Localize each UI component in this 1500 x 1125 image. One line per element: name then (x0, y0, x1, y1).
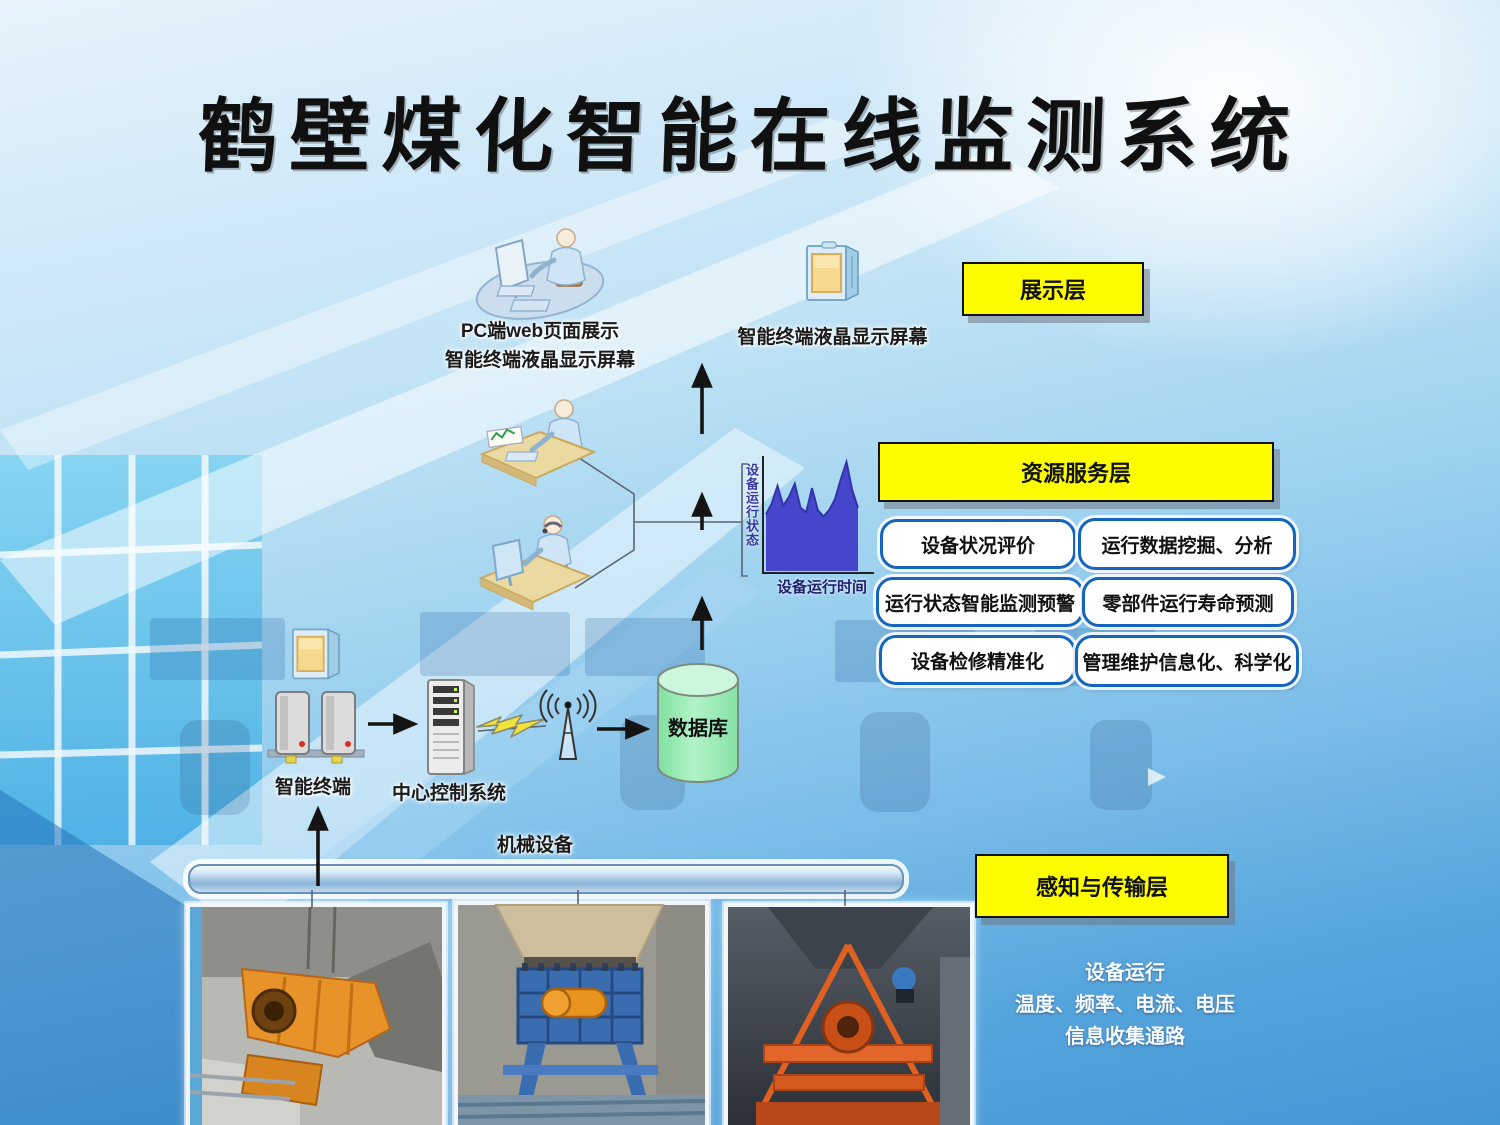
capability-precise-maintenance: 设备检修精准化 (879, 635, 1076, 685)
pc-caption-line2: 智能终端液晶显示屏幕 (444, 350, 635, 371)
lightning-icon (476, 714, 546, 738)
photo-blue-vibrating-screen (454, 901, 709, 1125)
chart-area (766, 462, 858, 571)
capability-informatization: 管理维护信息化、科学化 (1075, 635, 1299, 687)
service-layer-label: 资源服务层 (1020, 461, 1131, 486)
chart-outline (766, 462, 858, 517)
smart-terminal-label: 智能终端 (274, 777, 351, 798)
photo-orange-platform (724, 903, 974, 1125)
beam (0, 150, 1060, 625)
terminal-caption: 智能终端液晶显示屏幕 (737, 327, 928, 348)
watermark-triangle (1148, 768, 1166, 786)
machinery-label: 机械设备 (496, 835, 573, 856)
antenna-icon (539, 689, 597, 760)
display-layer-label: 展示层 (1019, 278, 1086, 303)
page-title: 鹤壁煤化智能在线监测系统 (196, 92, 1304, 181)
control-room-chairs (180, 712, 1152, 815)
pc-web-person-icon (475, 228, 605, 320)
smart-terminal-screen-icon (806, 241, 859, 302)
machinery-bus-pipe (188, 864, 904, 894)
chart-y-label: 设备运行状态 (744, 463, 759, 547)
terminal-servers-icon (267, 691, 365, 764)
floor-shadow (0, 790, 185, 1125)
display-layer-box: 展示层 (962, 262, 1144, 316)
chart-x-label: 设备运行时间 (776, 579, 867, 596)
smart-terminal-device-icon (291, 628, 340, 680)
escalator-rail (255, 565, 760, 950)
service-layer-box: 资源服务层 (878, 442, 1274, 502)
sensing-note-line2: 温度、频率、电流、电压 (1015, 994, 1235, 1016)
operator-desk-report-icon (479, 399, 597, 487)
pc-caption-line1: PC端web页面展示 (460, 321, 620, 342)
sensing-note-line1: 设备运行 (1085, 962, 1165, 984)
database-icon (657, 663, 739, 783)
capability-equipment-evaluation: 设备状况评价 (880, 519, 1076, 569)
capability-intelligent-warning: 运行状态智能监测预警 (876, 577, 1084, 627)
control-system-label: 中心控制系统 (391, 783, 506, 804)
database-label: 数据库 (668, 718, 728, 740)
chart-x-axis (762, 572, 874, 574)
chart-y-axis (762, 456, 764, 574)
operator-desk-monitor-icon (478, 515, 592, 611)
sensing-note-line3: 信息收集通路 (1065, 1026, 1185, 1048)
control-server-icon (427, 678, 475, 776)
sensing-layer-box: 感知与传输层 (975, 854, 1229, 918)
beam (0, 118, 885, 470)
capability-life-prediction: 零部件运行寿命预测 (1082, 577, 1294, 627)
status-area-chart (766, 462, 858, 571)
photo-orange-feeder (186, 903, 446, 1125)
sensing-layer-label: 感知与传输层 (1035, 875, 1168, 900)
capability-data-mining: 运行数据挖掘、分析 (1078, 518, 1296, 570)
